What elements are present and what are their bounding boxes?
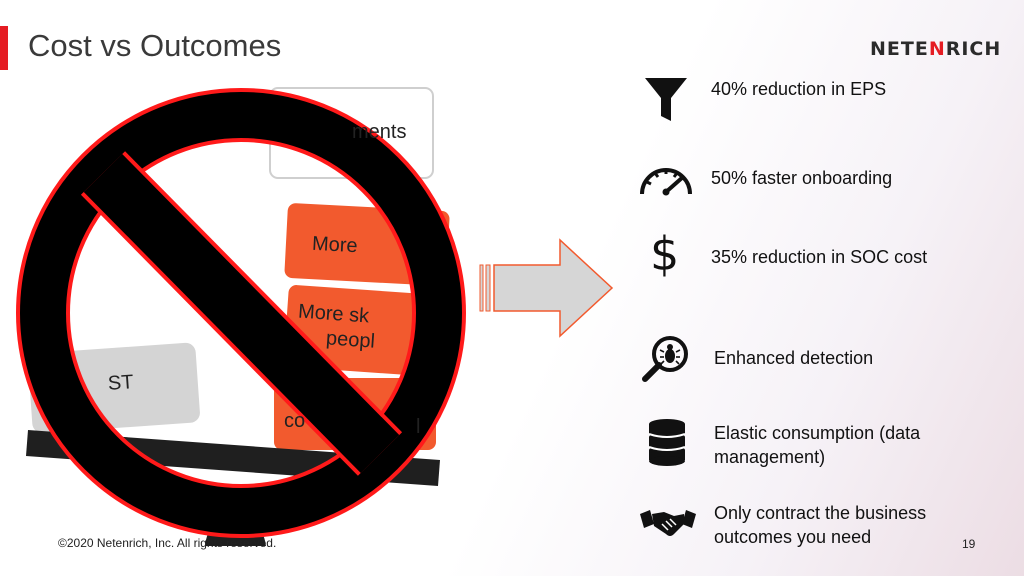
outcome-faster-onboarding: 50% faster onboarding	[711, 168, 893, 188]
prohibition-icon	[16, 88, 466, 538]
box-orange-2-label-line2: peopl	[325, 327, 376, 353]
scale-illustration	[16, 87, 466, 546]
slide-title: Cost vs Outcomes	[28, 28, 282, 63]
right-arrow-icon	[479, 238, 614, 338]
handshake-icon	[640, 510, 696, 536]
box-orange-3-label-tail: l	[416, 416, 421, 438]
box-grey-label: ST	[107, 371, 135, 395]
box-orange-2-label-line1: More sk	[297, 300, 370, 328]
box-orange-1-label: More	[311, 232, 359, 258]
outcome-enhanced-detection: Enhanced detection	[714, 348, 874, 368]
outcome-business-contract: Only contract the business outcomes you …	[714, 503, 927, 547]
page-number: 19	[962, 537, 976, 551]
netenrich-logo: NETENRICH	[870, 38, 1002, 60]
bug-search-icon	[642, 336, 688, 382]
funnel-icon	[645, 78, 687, 121]
database-icon	[648, 419, 686, 466]
box-top-label: ments	[352, 121, 407, 143]
box-orange-3-label: co	[284, 410, 306, 432]
dollar-icon: $	[650, 227, 680, 281]
title-accent-bar	[0, 26, 8, 70]
outcome-soc-cost: 35% reduction in SOC cost	[711, 247, 928, 267]
copyright-footer: ©2020 Netenrich, Inc. All rights reserve…	[58, 536, 277, 550]
outcome-eps-reduction: 40% reduction in EPS	[711, 79, 887, 99]
outcome-elastic-consumption: Elastic consumption (data management)	[714, 423, 921, 467]
speedometer-icon	[640, 168, 692, 196]
